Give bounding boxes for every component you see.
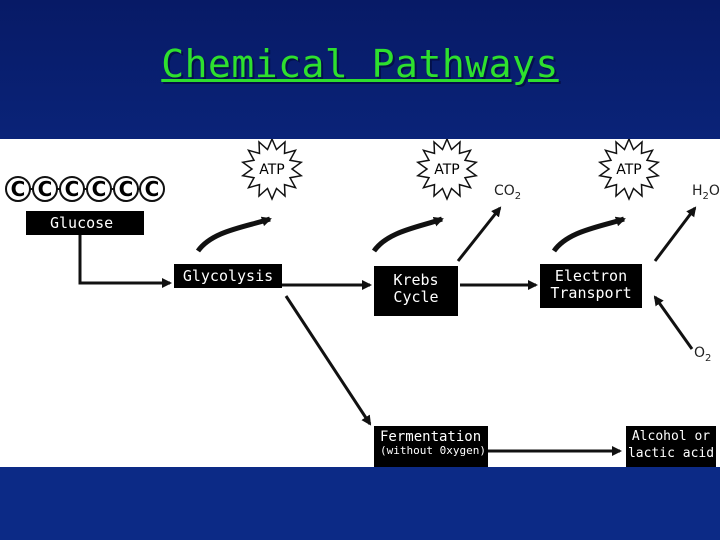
glucose-label: Glucose (50, 214, 114, 232)
electron-transport-box: Electron Transport (540, 264, 642, 308)
alcohol-label-line2: lactic acid (627, 445, 715, 461)
h2o-label: H2O (692, 183, 720, 202)
krebs-label-line2: Cycle (393, 288, 439, 307)
atp-label: ATP (616, 162, 641, 178)
atp-starburst: ATP (240, 137, 304, 201)
carbon-atom: C (119, 177, 134, 201)
slide-title: Chemical Pathways (161, 42, 559, 86)
electron-label-line2: Transport (550, 284, 632, 303)
glucose-carbon-chain: C C C C C C (5, 176, 165, 202)
glycolysis-box: Glycolysis (174, 264, 282, 288)
co2-arrow (456, 206, 502, 262)
glucose-box: Glucose (26, 211, 144, 235)
atp-label: ATP (259, 162, 284, 178)
bottom-band (0, 467, 720, 540)
alcohol-label-line1: Alcohol or (631, 429, 711, 444)
krebs-label-line1: Krebs (393, 271, 439, 289)
electron-label-line1: Electron (554, 267, 628, 285)
krebs-cycle-box: Krebs Cycle (374, 266, 458, 316)
pathway-diagram: C C C C C C ATP ATP ATP (5, 137, 697, 456)
carbon-atom: C (145, 177, 160, 201)
co2-label: CO2 (494, 183, 522, 202)
carbon-atom: C (65, 177, 80, 201)
carbon-atom: C (92, 177, 107, 201)
fermentation-box: Fermentation (without 0xygen) (374, 426, 488, 468)
atp-starburst: ATP (415, 137, 479, 201)
fermentation-label-line1: Fermentation (380, 429, 482, 445)
o2-arrow (653, 295, 694, 350)
atp-label: ATP (434, 162, 459, 178)
atp-curved-arrow (551, 216, 626, 253)
o2-label: O2 (694, 345, 712, 364)
glucose-to-glycolysis-arrow (78, 235, 172, 288)
atp-curved-arrow (371, 216, 444, 253)
atp-curved-arrow (195, 216, 272, 253)
glycolysis-to-fermentation-arrow (284, 295, 372, 426)
alcohol-lactic-acid-box: Alcohol or lactic acid (626, 426, 716, 468)
fermentation-label-line2: (without 0xygen) (380, 444, 486, 458)
h2o-arrow (653, 206, 697, 262)
carbon-atom: C (38, 177, 53, 201)
atp-starburst: ATP (597, 137, 661, 201)
glycolysis-label: Glycolysis (182, 267, 274, 285)
carbon-atom: C (11, 177, 26, 201)
